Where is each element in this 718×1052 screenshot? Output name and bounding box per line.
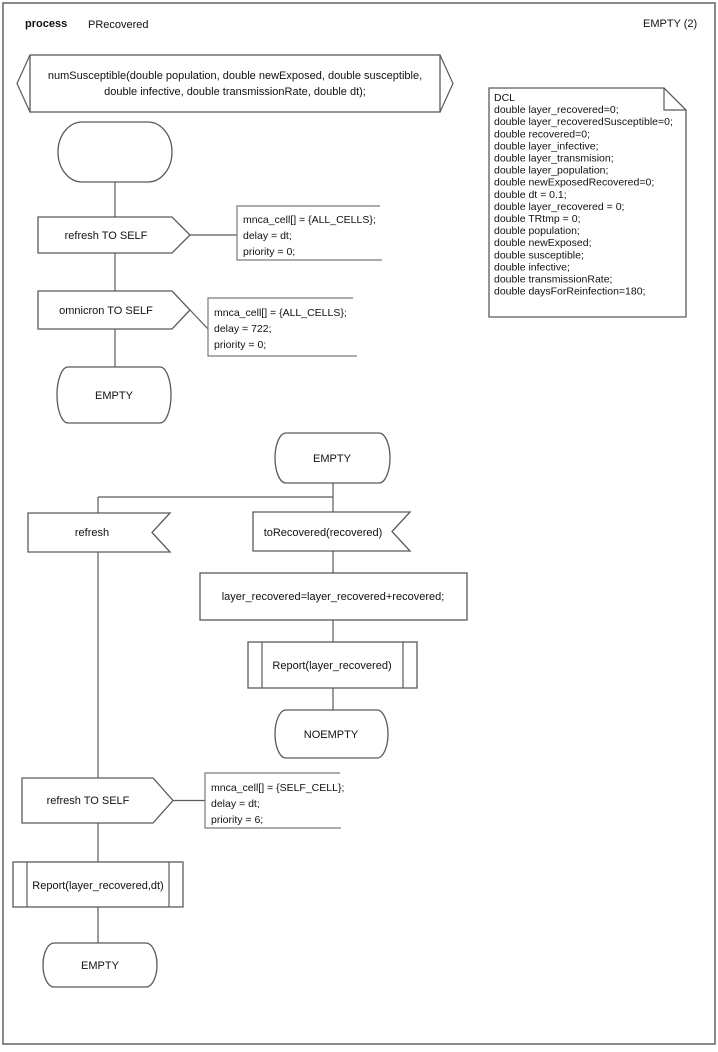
dcl-line: double daysForReinfection=180;	[494, 286, 645, 298]
annotation-line: mnca_cell[] = {ALL_CELLS};	[243, 214, 376, 226]
annotation-line: mnca_cell[] = {SELF_CELL};	[211, 782, 344, 794]
dcl-note: DCL double layer_recovered=0; double lay…	[488, 87, 687, 318]
output-symbol	[21, 777, 174, 824]
process-name: PRecovered	[88, 19, 149, 31]
annotation-line: priority = 0;	[214, 339, 266, 351]
output-label: refresh TO SELF	[47, 795, 130, 807]
output-symbol	[37, 290, 191, 330]
dcl-note-fold	[663, 88, 686, 111]
state-empty-1: EMPTY	[56, 366, 172, 424]
page-label: EMPTY (2)	[643, 18, 697, 30]
annotation-line: delay = 722;	[214, 323, 272, 335]
output-omnicron-to-self: omnicron TO SELF	[37, 290, 191, 330]
dcl-line: double layer_infective;	[494, 140, 598, 152]
signature-left-point	[16, 54, 31, 113]
output-refresh-to-self-2: refresh TO SELF	[21, 777, 174, 824]
annotation-bracket	[204, 772, 341, 829]
annotation-bracket	[236, 205, 382, 261]
state-empty-2: EMPTY	[274, 432, 391, 484]
annotation-refresh-self: mnca_cell[] = {SELF_CELL}; delay = dt; p…	[204, 772, 344, 829]
state-symbol	[274, 709, 389, 759]
procedure-report-dt: Report(layer_recovered,dt)	[12, 861, 184, 908]
output-refresh-to-self: refresh TO SELF	[37, 216, 191, 254]
task-symbol	[199, 572, 468, 621]
annotation-line: mnca_cell[] = {ALL_CELLS};	[214, 307, 347, 319]
dcl-line: double layer_recovered = 0;	[494, 201, 624, 213]
dcl-line: double layer_population;	[494, 165, 608, 177]
signature-right-point	[439, 54, 454, 113]
state-label: EMPTY	[95, 390, 134, 402]
dcl-line: double layer_transmision;	[494, 153, 614, 165]
state-symbol	[42, 942, 158, 988]
annotation-line: delay = dt;	[243, 230, 292, 242]
procedure-label: Report(layer_recovered)	[272, 660, 391, 672]
input-refresh: refresh	[27, 512, 172, 553]
dcl-note-shape	[488, 87, 687, 318]
state-noempty: NOEMPTY	[274, 709, 389, 759]
dcl-line: double transmissionRate;	[494, 274, 612, 286]
state-label: EMPTY	[81, 960, 120, 972]
dcl-line: double TRtmp = 0;	[494, 213, 580, 225]
start-symbol	[57, 121, 173, 183]
annotation-omnicron: mnca_cell[] = {ALL_CELLS}; delay = 722; …	[207, 297, 357, 357]
state-label: EMPTY	[313, 453, 352, 465]
state-symbol	[274, 432, 391, 484]
procedure-label: Report(layer_recovered,dt)	[32, 880, 163, 892]
signature-symbol: numSusceptible(double population, double…	[16, 54, 454, 113]
output-symbol	[37, 216, 191, 254]
annotation-connector	[189, 309, 209, 330]
signature-line1: numSusceptible(double population, double…	[48, 70, 422, 82]
annotation-line: priority = 0;	[243, 246, 295, 258]
input-symbol	[27, 512, 172, 553]
dcl-line: double dt = 0.1;	[494, 189, 567, 201]
input-symbol	[252, 511, 412, 552]
input-label: refresh	[75, 527, 109, 539]
dcl-line: double newExposed;	[494, 237, 592, 249]
procedure-symbol	[247, 641, 418, 689]
annotation-line: priority = 6;	[211, 814, 263, 826]
annotation-refresh: mnca_cell[] = {ALL_CELLS}; delay = dt; p…	[236, 205, 382, 261]
dcl-line: double layer_recoveredSusceptible=0;	[494, 116, 673, 128]
dcl-line: double infective;	[494, 261, 570, 273]
input-label: toRecovered(recovered)	[264, 527, 383, 539]
task-layer-recovered: layer_recovered=layer_recovered+recovere…	[199, 572, 468, 621]
procedure-report: Report(layer_recovered)	[247, 641, 418, 689]
input-torecovered: toRecovered(recovered)	[252, 511, 412, 552]
dcl-line: double susceptible;	[494, 249, 584, 261]
state-label: NOEMPTY	[304, 729, 359, 741]
dcl-line: double newExposedRecovered=0;	[494, 177, 654, 189]
state-symbol	[56, 366, 172, 424]
procedure-symbol	[12, 861, 184, 908]
annotation-line: delay = dt;	[211, 798, 260, 810]
dcl-line: double recovered=0;	[494, 128, 590, 140]
task-label: layer_recovered=layer_recovered+recovere…	[222, 591, 445, 603]
dcl-line: double layer_recovered=0;	[494, 104, 619, 116]
signature-box	[29, 54, 441, 113]
dcl-line: DCL	[494, 92, 515, 104]
process-kind-label: process	[25, 18, 67, 30]
state-empty-3: EMPTY	[42, 942, 158, 988]
dcl-line: double population;	[494, 225, 580, 237]
output-label: refresh TO SELF	[65, 230, 148, 242]
signature-line2: double infective, double transmissionRat…	[104, 86, 366, 98]
output-label: omnicron TO SELF	[59, 305, 153, 317]
annotation-bracket	[207, 297, 357, 357]
